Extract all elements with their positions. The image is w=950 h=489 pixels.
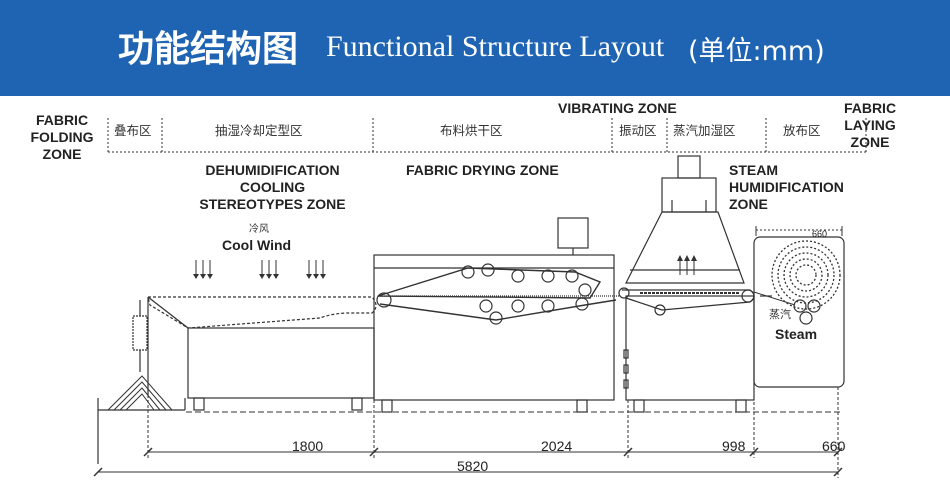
cn-drying: 布料烘干区: [440, 123, 503, 138]
drying-cabinet: [373, 254, 615, 401]
dehumid-line-1: DEHUMIDIFICATION: [205, 162, 340, 178]
label-dehumidification-zone: DEHUMIDIFICATION COOLING STEREOTYPES ZON…: [180, 162, 365, 213]
label-vibrating-zone: VIBRATING ZONE: [558, 100, 677, 116]
cn-vibrating: 振动区: [619, 123, 657, 138]
steam-line-3: ZONE: [729, 196, 768, 212]
cool-wind-cn: 冷风: [249, 224, 269, 235]
steam-cabinet: [625, 295, 755, 401]
steam-duct: [661, 177, 717, 213]
cool-wind-arrows: [195, 260, 324, 276]
title-chinese: 功能结构图: [118, 29, 299, 70]
dim-steam: 998: [722, 438, 746, 454]
drying-upper-belt: [377, 267, 602, 299]
drying-lower-belt: [379, 299, 617, 321]
label-steam-humidification-zone: STEAM HUMIDIFICATION ZONE: [729, 162, 844, 213]
folding-line-3: ZONE: [42, 146, 82, 162]
steam-en: Steam: [775, 326, 818, 342]
cn-laying: 放布区: [783, 123, 821, 138]
fabric-roll: [771, 240, 841, 310]
cn-folding: 叠布区: [114, 123, 152, 138]
label-fabric-folding-zone: FABRIC FOLDING ZONE: [30, 112, 94, 163]
folded-fabric: [107, 375, 173, 411]
laying-line-1: FABRIC: [843, 100, 897, 116]
dim-cooling: 1800: [292, 438, 324, 454]
folding-line-1: FABRIC: [35, 112, 89, 128]
folding-line-2: FOLDING: [30, 129, 94, 145]
laying-line-3: ZONE: [850, 134, 890, 150]
steam-hood: [625, 211, 745, 284]
dehumid-line-2: COOLING: [239, 179, 306, 195]
folding-chain: [132, 300, 148, 372]
steam-cn: 蒸汽: [769, 308, 791, 321]
cooling-cabinet: [187, 327, 375, 399]
steam-line-1: STEAM: [729, 162, 778, 178]
cool-wind-en: Cool Wind: [222, 237, 292, 253]
dehumid-line-3: STEREOTYPES ZONE: [199, 196, 346, 212]
title-unit: (单位:mm): [688, 36, 825, 67]
dim-total: 5820: [457, 458, 489, 474]
control-box: [557, 217, 589, 249]
laying-cabinet: [753, 236, 845, 388]
label-fabric-drying-zone: FABRIC DRYING ZONE: [406, 162, 559, 178]
label-fabric-laying-zone: FABRIC LAYING ZONE: [835, 100, 905, 151]
laying-line-2: LAYING: [844, 117, 896, 133]
zone-separators: [107, 118, 867, 152]
dim-drying: 2024: [541, 438, 573, 454]
dim-laying-top: 660: [812, 229, 828, 239]
dimension-lines: [98, 387, 839, 478]
title-english: Functional Structure Layout: [326, 30, 665, 63]
cn-cooling: 抽湿冷却定型区: [215, 123, 303, 138]
steam-line-2: HUMIDIFICATION: [729, 179, 844, 195]
header-banner: 功能结构图 Functional Structure Layout (单位:mm…: [0, 0, 950, 96]
dim-laying: 660: [822, 438, 846, 454]
cn-steam: 蒸汽加湿区: [673, 123, 736, 138]
